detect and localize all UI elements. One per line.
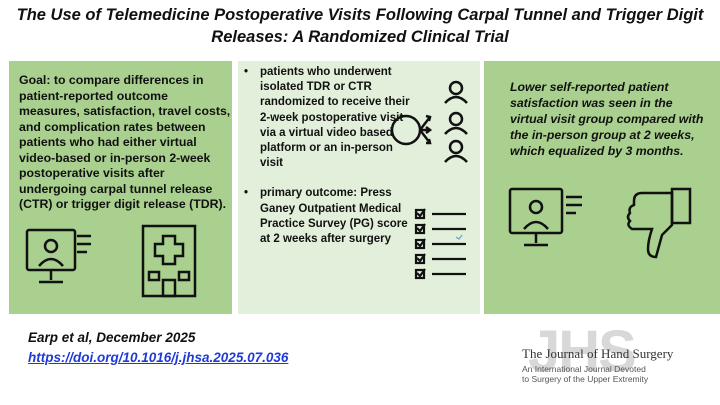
- video-visit-icon: [508, 187, 582, 247]
- journal-logo: JHS The Journal of Hand Surgery An Inter…: [518, 318, 718, 404]
- citation-author: Earp et al, December 2025: [28, 330, 196, 345]
- methods-panel: patients who underwent isolated TDR or C…: [238, 61, 480, 314]
- methods-bullet-design: patients who underwent isolated TDR or C…: [242, 65, 410, 171]
- goal-text: Goal: to compare differences in patient-…: [19, 73, 231, 211]
- journal-subtitle: An International Journal Devoted to Surg…: [522, 364, 648, 384]
- journal-mark: JHS: [528, 319, 637, 384]
- doi-link[interactable]: https://doi.org/10.1016/j.jhsa.2025.07.0…: [28, 350, 289, 365]
- goal-panel: Goal: to compare differences in patient-…: [9, 61, 232, 314]
- randomization-icon: [390, 80, 468, 163]
- video-visit-icon: [25, 228, 91, 284]
- citation: Earp et al, December 2025 https://doi.or…: [28, 328, 288, 368]
- checklist-icon: [414, 208, 466, 280]
- hospital-icon: [141, 224, 197, 298]
- thumbs-down-icon: [626, 187, 692, 259]
- methods-list: patients who underwent isolated TDR or C…: [242, 65, 410, 247]
- methods-bullet-outcome: primary outcome: Press Ganey Outpatient …: [242, 186, 410, 247]
- results-panel: Lower self-reported patient satisfaction…: [484, 61, 720, 314]
- journal-subtitle-line2: to Surgery of the Upper Extremity: [522, 374, 649, 384]
- infographic-title: The Use of Telemedicine Postoperative Vi…: [16, 6, 704, 46]
- journal-subtitle-line1: An International Journal Devoted: [522, 364, 646, 374]
- result-text: Lower self-reported patient satisfaction…: [510, 80, 704, 158]
- journal-name: The Journal of Hand Surgery: [522, 346, 674, 361]
